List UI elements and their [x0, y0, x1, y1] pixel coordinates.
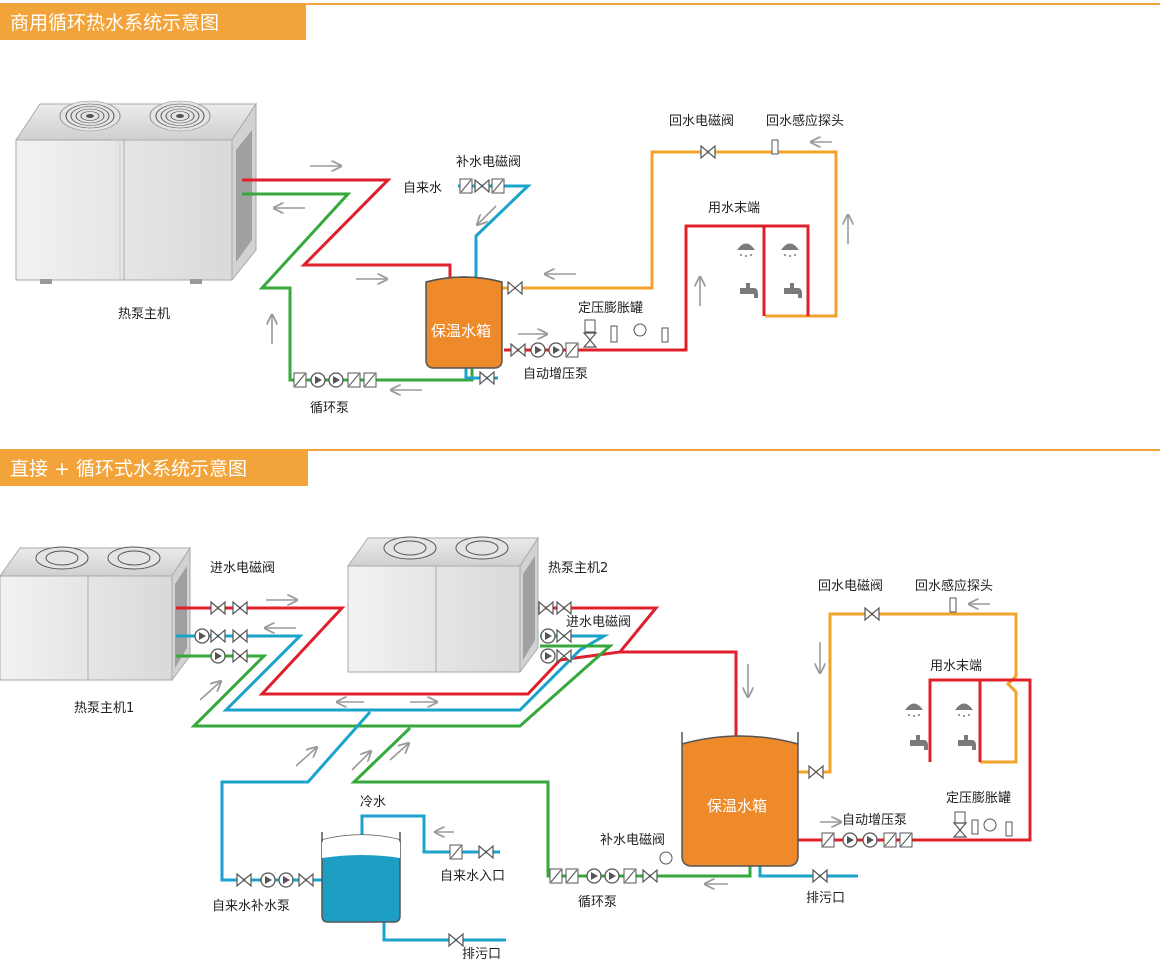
return-hot-pipe [502, 150, 838, 318]
inlet-valve-group-1-icon [194, 601, 248, 664]
makeup-valve-group-icon [459, 178, 505, 194]
return-sensor-icon [771, 139, 779, 155]
shower-icon [955, 703, 973, 717]
return-sensor-label: 回水感应探头 [766, 113, 844, 129]
tank-drain-valve-icon [812, 869, 828, 883]
heat-pump-2-label: 热泵主机2 [548, 561, 608, 576]
heat-pump-label: 热泵主机 [118, 307, 170, 322]
cold-water-label: 冷水 [360, 795, 386, 810]
expansion-tank-2-label: 定压膨胀罐 [946, 791, 1011, 806]
section-1-title: 商用循环热水系统示意图 [10, 12, 219, 34]
return-valve-label: 回水电磁阀 [669, 114, 734, 129]
shower-icon [905, 703, 923, 717]
drain-1-label: 排污口 [806, 891, 845, 906]
section-2-title-bar [0, 450, 308, 486]
circulation-return-pipe [242, 192, 474, 382]
section-1-title-bar [0, 4, 306, 40]
section-2-title: 直接 + 循环式水系统示意图 [10, 458, 247, 480]
expansion-tank-label: 定压膨胀罐 [578, 301, 643, 316]
faucet-icon [958, 735, 976, 750]
tap-inlet-label: 自来水入口 [440, 869, 505, 884]
return-valve-2-label: 回水电磁阀 [818, 579, 883, 594]
end-use-2-label: 用水末端 [930, 659, 982, 674]
tap-water-label: 自来水 [403, 181, 442, 196]
cold-supply-pipe-2 [176, 634, 610, 712]
makeup-pump-label: 自来水补水泵 [212, 899, 290, 914]
makeup-valve-label: 补水电磁阀 [456, 155, 521, 170]
return-sensor-2-icon [949, 597, 957, 613]
booster-pump-group-icon [510, 342, 579, 358]
expansion-tank-group-2-icon [953, 811, 1013, 838]
shower-icon [737, 243, 755, 257]
storage-tank-icon [425, 276, 503, 369]
return-sensor-2-label: 回水感应探头 [915, 578, 993, 594]
heat-pump-2-icon [347, 536, 539, 674]
end-use-label: 用水末端 [708, 201, 760, 216]
faucet-icon [784, 283, 802, 298]
return-tank-valve-icon [507, 281, 523, 295]
section-1: 商用循环热水系统示意图 热泵主机 保温水箱 [0, 3, 1160, 416]
heat-pump-1-label: 热泵主机1 [74, 701, 134, 716]
return-hot-pipe-2 [798, 612, 1018, 774]
section-2: 直接 + 循环式水系统示意图 热泵主机1 热泵主机2 [0, 449, 1160, 962]
cold-water-tank-icon [321, 832, 401, 923]
inlet-valve-group-2-icon [538, 601, 572, 664]
storage-tank-2-icon [681, 732, 799, 867]
cold-down-pipe [220, 711, 372, 882]
hot-supply-pipe-2 [176, 606, 660, 696]
heat-pump-unit-icon [15, 100, 257, 284]
hot-supply-pipe [242, 178, 452, 282]
return-solenoid-valve-icon [700, 145, 716, 159]
shower-icon [781, 243, 799, 257]
supply-end-pipe [504, 224, 810, 352]
circ-down-pipe [350, 726, 752, 878]
circ-pump-2-label: 循环泵 [578, 895, 617, 910]
circulation-pump-group-2-icon [549, 851, 673, 884]
drain-valve-2-icon [448, 933, 464, 947]
faucet-icon [740, 283, 758, 298]
inlet-valve-2-label: 进水电磁阀 [566, 615, 631, 630]
makeup-cold-pipe [458, 184, 532, 282]
heat-pump-1-icon [0, 546, 191, 682]
return-tank-valve-2-icon [808, 765, 824, 779]
return-solenoid-valve-2-icon [864, 607, 880, 621]
flow-arrows-2 [199, 600, 990, 884]
circ-pump-label: 循环泵 [310, 401, 349, 416]
tank-2-label: 保温水箱 [707, 797, 767, 815]
booster-pump-label: 自动增压泵 [523, 367, 588, 382]
drain-2-label: 排污口 [462, 947, 501, 962]
cold-tank-drain-pipe [382, 920, 506, 942]
makeup-valve-2-label: 补水电磁阀 [600, 833, 665, 848]
inlet-valve-1-label: 进水电磁阀 [210, 561, 275, 576]
booster-pump-2-label: 自动增压泵 [842, 813, 907, 828]
drain-valve-icon [479, 371, 495, 385]
expansion-tank-group-icon [583, 319, 669, 348]
faucet-icon [910, 735, 928, 750]
cold-tank-inlet-pipe [360, 814, 500, 854]
makeup-pump-group-icon [236, 872, 314, 888]
tank-label: 保温水箱 [431, 322, 491, 340]
hot-to-tank-pipe [620, 650, 738, 744]
circulation-pump-group-icon [293, 372, 377, 388]
flow-arrows [272, 142, 848, 390]
supply-end-pipe-2 [798, 678, 1032, 842]
